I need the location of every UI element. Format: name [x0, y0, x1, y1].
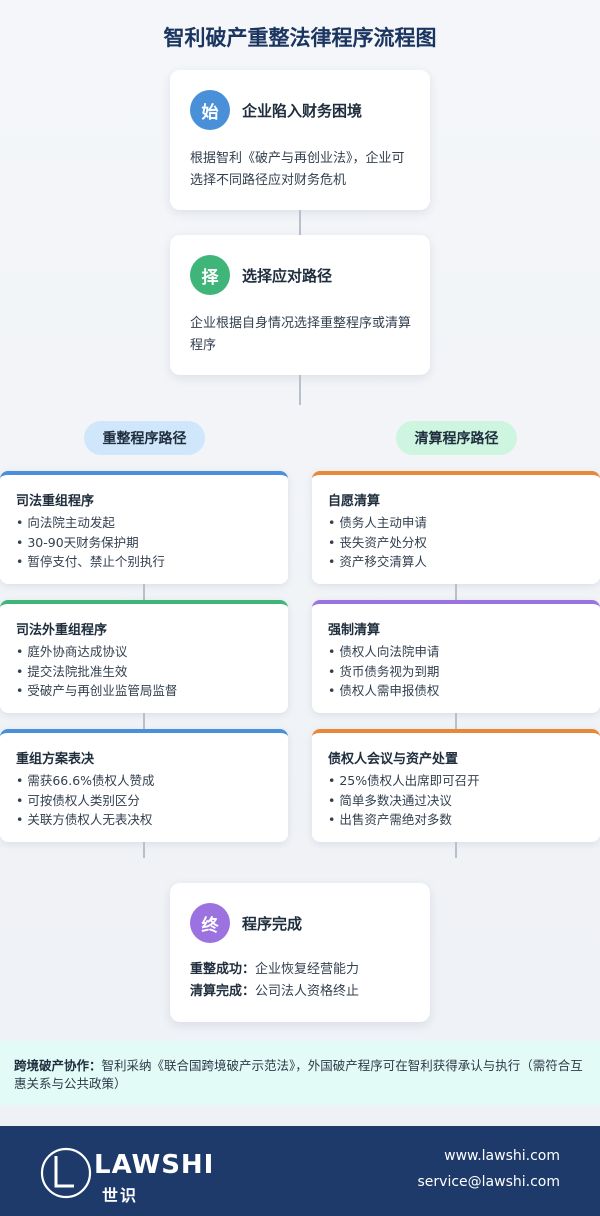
- creditors-meeting-box: 债权人会议与资产处置 • 25%债权人出席即可召开 • 简单多数决通过决议 • …: [312, 729, 600, 842]
- box-item: • 债权人向法院申请: [328, 644, 440, 659]
- lawshi-logo[interactable]: LAWSHI 世识: [40, 1144, 213, 1205]
- forced-liquidation-box: 强制清算 • 债权人向法院申请 • 货币债务视为到期 • 债权人需申报债权: [312, 600, 600, 713]
- connector-line: [143, 713, 145, 729]
- choose-label: 选择应对路径: [242, 266, 333, 285]
- box-item: • 提交法院批准生效: [16, 663, 128, 679]
- box-title: 自愿清算: [328, 494, 381, 509]
- end-badge: 终: [190, 903, 230, 943]
- choose-badge: 择: [190, 255, 230, 295]
- note-key: 跨境破产协作：: [14, 1058, 102, 1073]
- box-title: 强制清算: [328, 623, 381, 638]
- connector-line: [455, 842, 457, 858]
- choose-desc: 企业根据自身情况选择重整程序或清算程序: [190, 316, 412, 353]
- box-item: • 货币债务视为到期: [328, 663, 440, 679]
- box-item: • 债权人需申报债权: [328, 683, 440, 698]
- box-item: • 暂停支付、禁止个别执行: [16, 554, 165, 569]
- box-title: 债权人会议与资产处置: [328, 752, 459, 767]
- connector-line: [455, 584, 457, 600]
- box-item: • 出售资产需绝对多数: [328, 812, 452, 827]
- connector-line: [143, 842, 145, 858]
- note-text: 智利采纳《联合国跨境破产示范法》，外国破产程序可在智利获得承认与执行（需符合互惠…: [14, 1058, 583, 1091]
- plan-vote-box: 重组方案表决 • 需获66.6%债权人赞成 • 可按债权人类别区分 • 关联方债…: [0, 729, 288, 842]
- end-label: 程序完成: [242, 914, 303, 933]
- logo-circle-icon: [40, 1147, 92, 1199]
- box-title: 重组方案表决: [16, 752, 95, 767]
- footer: LAWSHI 世识 www.lawshi.com service@lawshi.…: [0, 1126, 600, 1216]
- reorg-success-key: 重整成功：: [190, 962, 256, 977]
- connector-line: [143, 584, 145, 600]
- start-desc: 根据智利《破产与再创业法》，企业可选择不同路径应对财务危机: [190, 151, 405, 188]
- website-link[interactable]: www.lawshi.com: [444, 1148, 560, 1164]
- step-start-card: 始 企业陷入财务困境 根据智利《破产与再创业法》，企业可选择不同路径应对财务危机: [170, 70, 430, 210]
- connector-line: [299, 375, 301, 405]
- box-item: • 需获66.6%债权人赞成: [16, 773, 155, 788]
- connector-line: [455, 713, 457, 729]
- email-link[interactable]: service@lawshi.com: [417, 1174, 560, 1190]
- reorganization-path-label: 重整程序路径: [84, 421, 205, 455]
- connector-line: [299, 210, 301, 235]
- box-item: • 25%债权人出席即可召开: [328, 773, 480, 788]
- page-title: 智利破产重整法律程序流程图: [163, 26, 437, 50]
- liquidation-done-value: 公司法人资格终止: [255, 984, 360, 999]
- box-title: 司法重组程序: [16, 494, 95, 509]
- box-item: • 简单多数决通过决议: [328, 792, 452, 808]
- liquidation-path-label: 清算程序路径: [396, 421, 517, 455]
- box-item: • 丧失资产处分权: [328, 534, 427, 550]
- logo-subtext: 世识: [102, 1186, 139, 1205]
- start-label: 企业陷入财务困境: [242, 101, 363, 120]
- box-item: • 向法院主动发起: [16, 515, 115, 530]
- liquidation-done-key: 清算完成：: [190, 984, 256, 999]
- reorg-success-value: 企业恢复经营能力: [255, 962, 360, 977]
- voluntary-liquidation-box: 自愿清算 • 债务人主动申请 • 丧失资产处分权 • 资产移交清算人: [312, 471, 600, 584]
- cross-border-note: 跨境破产协作：智利采纳《联合国跨境破产示范法》，外国破产程序可在智利获得承认与执…: [0, 1041, 600, 1105]
- judicial-reorganization-box: 司法重组程序 • 向法院主动发起 • 30-90天财务保护期 • 暂停支付、禁止…: [0, 471, 288, 584]
- box-title: 司法外重组程序: [16, 623, 108, 638]
- box-item: • 受破产与再创业监管局监督: [16, 683, 178, 698]
- step-choose-card: 择 选择应对路径 企业根据自身情况选择重整程序或清算程序: [170, 235, 430, 375]
- box-item: • 资产移交清算人: [328, 554, 427, 569]
- step-end-card: 终 程序完成 重整成功：企业恢复经营能力 清算完成：公司法人资格终止: [170, 883, 430, 1022]
- out-of-court-reorganization-box: 司法外重组程序 • 庭外协商达成协议 • 提交法院批准生效 • 受破产与再创业监…: [0, 600, 288, 713]
- box-item: • 可按债权人类别区分: [16, 792, 140, 808]
- box-item: • 债务人主动申请: [328, 515, 427, 530]
- box-item: • 关联方债权人无表决权: [16, 812, 153, 827]
- logo-text: LAWSHI: [94, 1150, 215, 1180]
- start-badge: 始: [190, 90, 230, 130]
- reorg-success-line: 重整成功：企业恢复经营能力: [190, 959, 359, 981]
- liquidation-done-line: 清算完成：公司法人资格终止: [190, 981, 359, 1003]
- box-item: • 30-90天财务保护期: [16, 534, 139, 550]
- box-item: • 庭外协商达成协议: [16, 644, 128, 659]
